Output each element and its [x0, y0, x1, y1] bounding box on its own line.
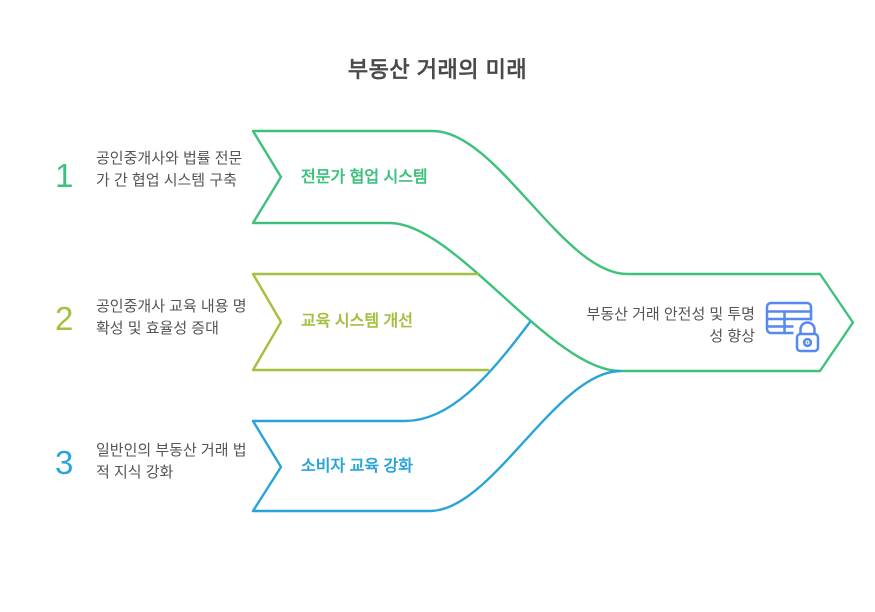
- outcome-label: 부동산 거래 안전성 및 투명성 향상: [586, 306, 755, 345]
- lock-icon-keyhole-dot: [806, 341, 809, 344]
- item-3-number: 3: [55, 444, 74, 481]
- item-2-number: 2: [55, 300, 74, 337]
- lock-icon-keyhole: [802, 337, 813, 348]
- page-title: 부동산 거래의 미래: [347, 57, 528, 82]
- flow-band-1: [251, 129, 855, 373]
- item-2-description: 공인중개사 교육 내용 명확성 및 효율성 증대: [96, 298, 247, 337]
- item-1-description: 공인중개사와 법률 전문가 간 협업 시스템 구축: [96, 150, 243, 189]
- lock-icon-shackle: [799, 321, 816, 336]
- flow-band-2: [251, 272, 490, 372]
- flow-band-3: [251, 320, 622, 513]
- item-1-number: 1: [55, 157, 74, 194]
- table-lock-icon: [765, 301, 822, 353]
- item-3-arrow-label: 소비자 교육 강화: [301, 458, 413, 475]
- item-1-arrow-label: 전문가 협업 시스템: [301, 169, 428, 186]
- item-2-arrow-label: 교육 시스템 개선: [301, 313, 413, 330]
- item-3-description: 일반인의 부동산 거래 법적 지식 강화: [96, 442, 247, 481]
